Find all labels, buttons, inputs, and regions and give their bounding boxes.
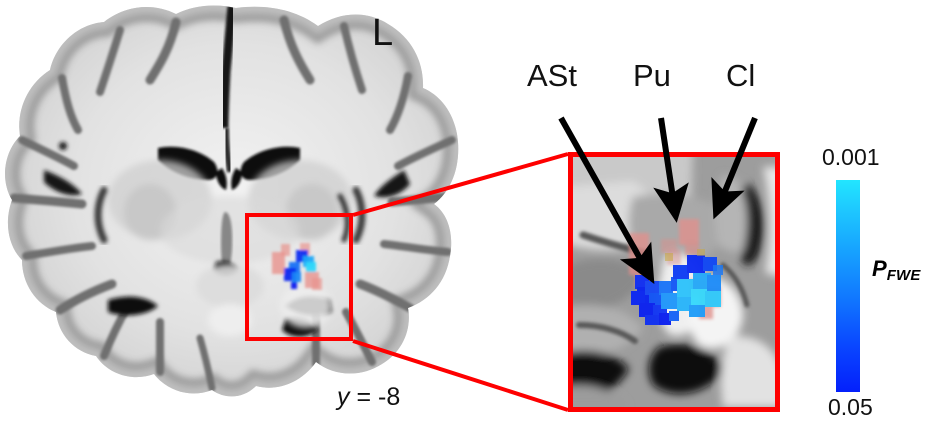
colorbar-max-label: 0.001 [822,144,880,170]
hemisphere-label: L [372,12,394,54]
slice-axis-letter: y [337,383,350,411]
colorbar-title: PFWE [872,258,921,283]
pfwe-colorbar [836,180,860,392]
slice-coordinate-value: -8 [378,383,401,411]
slice-equals-sign: = [356,383,372,411]
label-pu: Pu [633,58,671,93]
colorbar-min-label: 0.05 [828,394,873,420]
colorbar-title-p: P [872,256,887,281]
slice-coordinate-label: y = -8 [337,383,400,412]
magnified-roi-panel [568,152,780,412]
magnified-roi-image [573,157,775,407]
coronal-brain-slice [5,5,459,397]
label-cl: Cl [726,58,756,93]
label-ast: ASt [527,58,577,93]
roi-selection-box[interactable] [245,213,353,341]
colorbar-title-subscript: FWE [886,266,921,284]
activation-voxel-overlay [631,249,723,325]
